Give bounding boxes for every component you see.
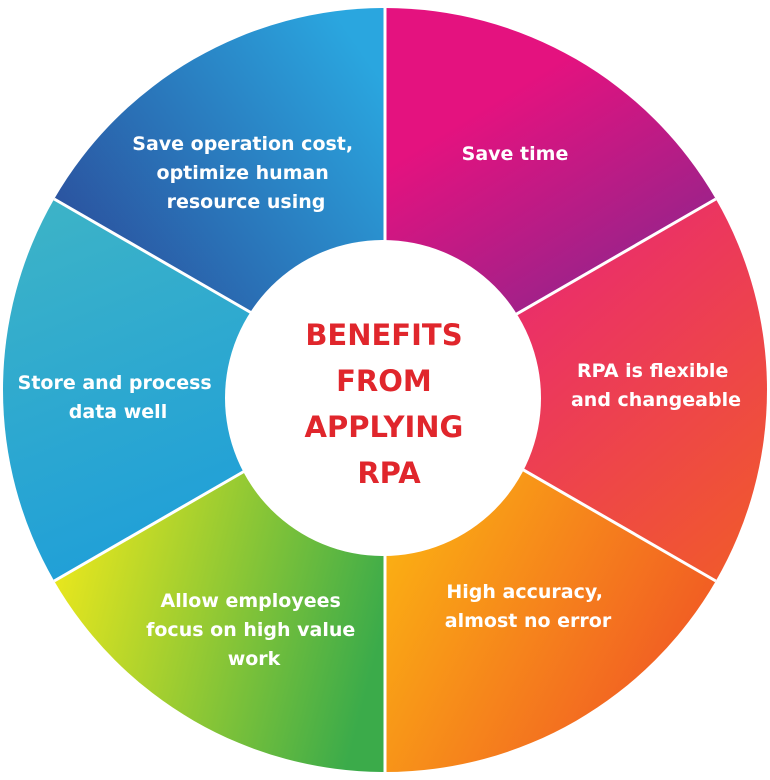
center-title: BENEFITS FROM APPLYING RPA <box>305 318 474 490</box>
segment-label-flexible: RPA is flexible and changeable <box>571 360 741 411</box>
center-hub <box>225 240 541 556</box>
segment-label-save-operation-cost: Save operation cost, optimize human reso… <box>132 133 359 213</box>
segment-label-high-accuracy: High accuracy, almost no error <box>445 581 612 632</box>
segment-flexible <box>385 199 767 581</box>
segment-store-process-data <box>3 199 386 581</box>
segment-label-employees-focus: Allow employees focus on high value work <box>146 590 362 670</box>
segment-label-store-process-data: Store and process data well <box>18 372 219 423</box>
segment-label-save-time: Save time <box>462 143 569 165</box>
